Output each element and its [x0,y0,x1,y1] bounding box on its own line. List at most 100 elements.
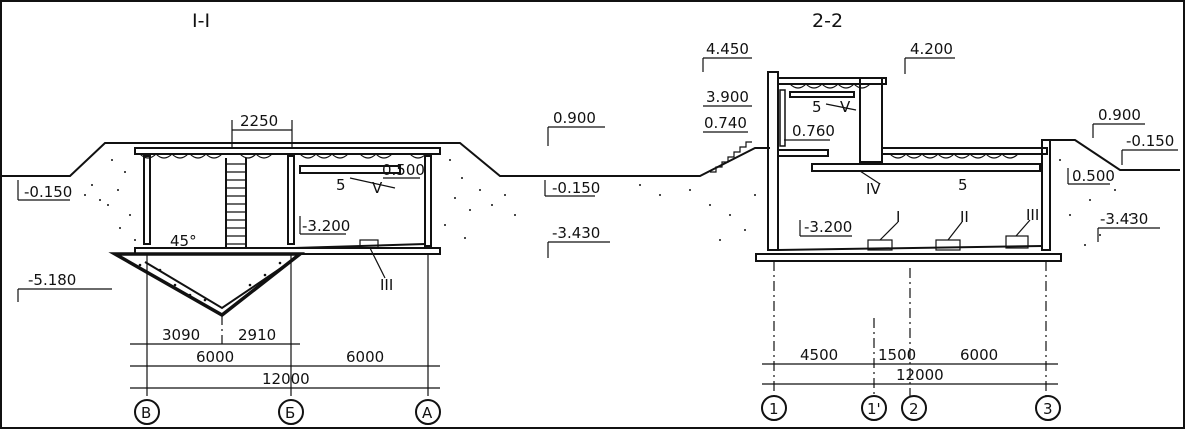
angle-label: 45° [170,232,197,250]
tower-right-wall [859,77,883,163]
section-left-title: I-I [192,10,210,32]
level-mark-m0150-right: -0.150 [1121,132,1178,165]
level-mark-right: -0.150 [544,179,600,197]
svg-text:-0.150: -0.150 [1126,132,1174,150]
hook-label-left: 5 [336,176,346,194]
svg-text:2910: 2910 [238,326,276,344]
roman-iv-right: IV [866,180,881,198]
svg-text:-3.200: -3.200 [302,217,350,235]
section-left: I-I 5 [2,10,620,425]
equipment-ii: II [935,208,969,251]
soil-hatching-left [84,159,516,241]
svg-text:12000: 12000 [262,370,310,388]
roof-slab-right [881,147,1048,155]
svg-text:-5.180: -5.180 [28,271,76,289]
section-right-title: 2-2 [812,10,843,32]
svg-text:1500: 1500 [878,346,916,364]
svg-text:1: 1 [769,400,779,418]
base-slab-right [755,253,1062,262]
dim-chain-left: 3090 2910 6000 6000 12000 [130,326,440,389]
svg-text:-0.150: -0.150 [24,183,72,201]
level-mark-0900-right: 0.900 [1092,106,1145,138]
svg-text:0.760: 0.760 [792,122,835,140]
wall-b [143,155,151,245]
svg-text:0.740: 0.740 [704,114,747,132]
hook-label-right-a: 5 [812,98,822,116]
axis-bubble-b: Б [278,399,304,425]
svg-text:В: В [141,404,151,422]
axis-bubble-v: В [134,399,160,425]
svg-text:4500: 4500 [800,346,838,364]
wall-axis-3 [1041,139,1051,251]
wall-bb [287,155,295,245]
svg-text:А: А [422,404,433,422]
svg-text:2: 2 [909,400,919,418]
axis-bubble-1p: 1' [861,395,887,421]
svg-text:-0.150: -0.150 [552,179,600,197]
svg-text:III: III [1026,206,1039,224]
level-mark-floor: -3.200 [299,216,350,235]
equipment-iii: III [1005,206,1039,249]
level-mark-4200: 4.200 [904,40,955,74]
level-mark-left: -0.150 [17,180,72,201]
level-mark-top-right-left: 0.900 [547,109,605,146]
svg-text:0.500: 0.500 [1072,167,1115,185]
svg-text:6000: 6000 [346,348,384,366]
svg-text:6000: 6000 [960,346,998,364]
ground-left [2,142,620,177]
svg-text:3090: 3090 [162,326,200,344]
svg-text:6000: 6000 [196,348,234,366]
concrete-stipple [138,261,282,302]
svg-text:4.200: 4.200 [910,40,953,58]
svg-text:0.900: 0.900 [553,109,596,127]
level-mark-3900: 3.900 [703,88,752,107]
equipment-i: I [867,208,900,251]
axis-bubble-3: 3 [1035,395,1061,421]
svg-text:-3.200: -3.200 [804,218,852,236]
soil-hatching-right [639,159,1131,246]
tower-column [767,71,779,251]
level-mark-beam: 0.500 [382,161,425,179]
level-mark-0760: 0.760 [784,122,835,141]
roman-v-right: V [840,98,851,116]
ground-right [620,147,770,177]
svg-text:4.450: 4.450 [706,40,749,58]
low-slab-right [777,149,829,157]
crane-beam-right [811,163,1041,172]
hook-label-right-b: 5 [958,176,968,194]
dim-top-left: 2250 [231,112,293,148]
level-mark-0740: 0.740 [703,114,748,133]
svg-text:2250: 2250 [240,112,278,130]
svg-text:II: II [960,208,969,226]
svg-text:Б: Б [285,404,295,422]
tower-roof [777,77,887,85]
level-mark-right-low: -3.430 [547,224,610,258]
svg-text:I: I [896,208,900,226]
level-mark-m3200-right: -3.200 [799,218,852,237]
level-mark-4450: 4.450 [702,40,752,72]
bunker-funnel [108,252,306,318]
level-mark-bottom: -5.180 [17,271,112,302]
svg-text:3: 3 [1043,400,1053,418]
svg-text:0.900: 0.900 [1098,106,1141,124]
svg-text:12000: 12000 [896,366,944,384]
axis-bubble-1: 1 [761,395,787,421]
svg-text:3.900: 3.900 [706,88,749,106]
ground-right-east [1048,139,1180,171]
section-right: 2-2 5 V 5 IV [620,10,1180,421]
crane-beam-left [299,165,401,174]
dim-chain-right: 4500 1500 6000 12000 [762,346,1058,385]
svg-text:-3.430: -3.430 [1100,210,1148,228]
axis-bubble-a: А [415,399,441,425]
roof-slab-left [134,147,441,155]
roman-iii-left: III [380,276,393,294]
stair-shaft [225,158,247,248]
svg-text:0.500: 0.500 [382,161,425,179]
floor-right [777,245,1043,251]
wall-a [424,155,432,247]
svg-text:1': 1' [867,400,881,418]
tower-inner-wall [779,89,786,147]
roman-v-left: V [372,179,383,197]
